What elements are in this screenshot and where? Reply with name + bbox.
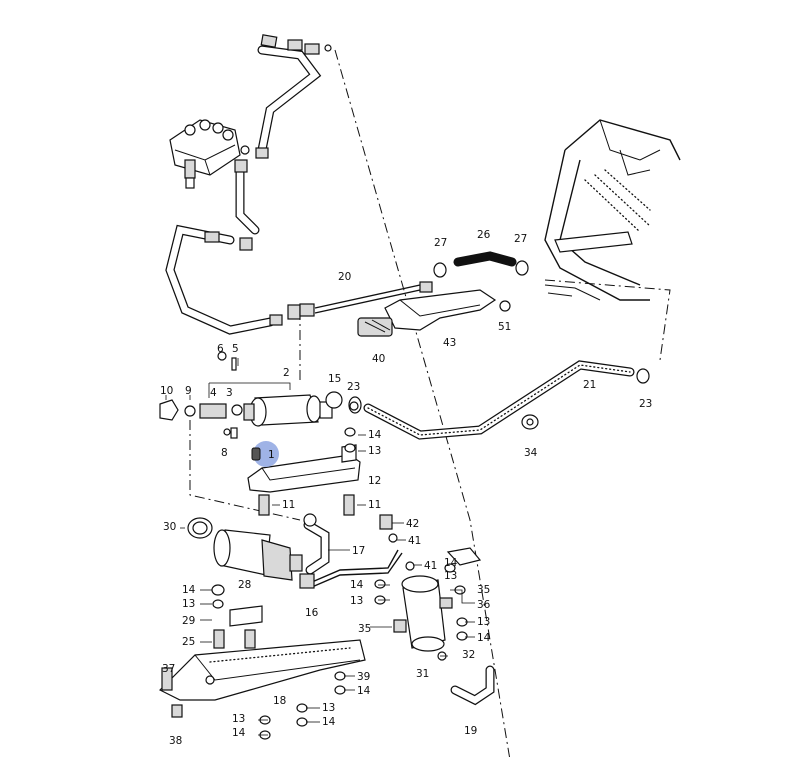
callout-4[interactable]: 4 xyxy=(210,387,217,399)
callout-34[interactable]: 34 xyxy=(524,447,538,459)
washers-right-column xyxy=(444,563,468,641)
callout-23a[interactable]: 23 xyxy=(347,381,360,393)
callout-14c[interactable]: 14 xyxy=(350,579,364,591)
upper-fuel-lines xyxy=(165,34,332,335)
callout-35b[interactable]: 35 xyxy=(358,623,371,635)
bolt-51 xyxy=(499,300,511,312)
small-fittings-5-6 xyxy=(217,351,238,439)
callout-40[interactable]: 40 xyxy=(372,353,385,365)
callout-13e[interactable]: 13 xyxy=(232,713,245,725)
callout-14h[interactable]: 14 xyxy=(444,557,458,569)
line-16 xyxy=(299,549,403,589)
callout-32[interactable]: 32 xyxy=(462,649,475,661)
callout-15[interactable]: 15 xyxy=(328,373,341,385)
callout-23b[interactable]: 23 xyxy=(639,398,652,410)
pump-28 xyxy=(213,529,303,581)
line-17 xyxy=(303,513,330,575)
callout-37[interactable]: 37 xyxy=(162,663,175,675)
callout-3[interactable]: 3 xyxy=(226,387,233,399)
callout-19[interactable]: 19 xyxy=(464,725,477,737)
callout-31[interactable]: 31 xyxy=(416,668,429,680)
callout-10[interactable]: 10 xyxy=(160,385,173,397)
callout-11a[interactable]: 11 xyxy=(282,499,295,511)
callout-13b[interactable]: 13 xyxy=(182,598,195,610)
filter-30 xyxy=(187,517,213,539)
callout-13d[interactable]: 13 xyxy=(477,616,490,628)
hose-21 xyxy=(348,360,650,440)
mounts-and-nuts-lower xyxy=(161,584,346,740)
callout-16[interactable]: 16 xyxy=(305,607,319,619)
washers-13-14-upper xyxy=(344,427,356,453)
clamp-15-23 xyxy=(325,391,359,411)
callout-9[interactable]: 9 xyxy=(185,385,192,397)
callout-11b[interactable]: 11 xyxy=(368,499,381,511)
highlighted-part-1[interactable] xyxy=(251,441,279,467)
callout-36[interactable]: 36 xyxy=(477,599,491,611)
callout-8[interactable]: 8 xyxy=(221,447,228,459)
callout-13a[interactable]: 13 xyxy=(368,445,381,457)
fuel-distributor-assembly xyxy=(169,119,250,189)
fittings-41-42 xyxy=(379,514,415,571)
callout-20[interactable]: 20 xyxy=(338,271,351,283)
filter-31 xyxy=(393,575,453,652)
callout-27b[interactable]: 27 xyxy=(514,233,527,245)
washers-14-13-mid xyxy=(374,579,386,605)
fuel-line-20 xyxy=(299,281,433,317)
fuel-pump-2 xyxy=(159,394,333,427)
callout-30[interactable]: 30 xyxy=(163,521,176,533)
callout-13f[interactable]: 13 xyxy=(322,702,335,714)
bracket-and-line-19 xyxy=(437,547,495,706)
guard-43 xyxy=(384,289,497,331)
callout-27a[interactable]: 27 xyxy=(434,237,447,249)
clamp-34 xyxy=(521,414,539,430)
callout-5[interactable]: 5 xyxy=(232,343,239,355)
center-lines xyxy=(189,49,671,757)
callout-21[interactable]: 21 xyxy=(583,379,596,391)
callout-18[interactable]: 18 xyxy=(273,695,286,707)
rubber-mounts-11 xyxy=(258,494,355,516)
crossmember-18 xyxy=(158,605,366,701)
callout-14d[interactable]: 14 xyxy=(477,632,491,644)
callout-13g[interactable]: 13 xyxy=(444,570,457,582)
callout-28[interactable]: 28 xyxy=(238,579,251,591)
callout-2[interactable]: 2 xyxy=(283,367,290,379)
body-panel-section xyxy=(544,119,681,301)
callout-29[interactable]: 29 xyxy=(182,615,195,627)
callout-1[interactable]: 1 xyxy=(268,449,275,461)
callout-14b[interactable]: 14 xyxy=(182,584,196,596)
callout-labels: 1 2 3 4 5 6 8 9 10 11 11 12 13 13 13 13 … xyxy=(160,229,652,747)
callout-42[interactable]: 42 xyxy=(406,518,419,530)
leader-lines xyxy=(165,350,475,736)
callout-26[interactable]: 26 xyxy=(477,229,491,241)
callout-25[interactable]: 25 xyxy=(182,636,195,648)
callout-17[interactable]: 17 xyxy=(352,545,365,557)
callout-14f[interactable]: 14 xyxy=(322,716,336,728)
hose-26 xyxy=(433,251,529,278)
callout-14e[interactable]: 14 xyxy=(232,727,246,739)
callout-43[interactable]: 43 xyxy=(443,337,456,349)
callout-14a[interactable]: 14 xyxy=(368,429,382,441)
clip-40 xyxy=(357,317,393,337)
callout-39[interactable]: 39 xyxy=(357,671,370,683)
callout-14g[interactable]: 14 xyxy=(357,685,371,697)
callout-51[interactable]: 51 xyxy=(498,321,511,333)
callout-38[interactable]: 38 xyxy=(169,735,182,747)
callout-13c[interactable]: 13 xyxy=(350,595,363,607)
callout-6[interactable]: 6 xyxy=(217,343,224,355)
callout-12[interactable]: 12 xyxy=(368,475,381,487)
callout-35a[interactable]: 35 xyxy=(477,584,490,596)
callout-41b[interactable]: 41 xyxy=(424,560,437,572)
callout-41a[interactable]: 41 xyxy=(408,535,421,547)
